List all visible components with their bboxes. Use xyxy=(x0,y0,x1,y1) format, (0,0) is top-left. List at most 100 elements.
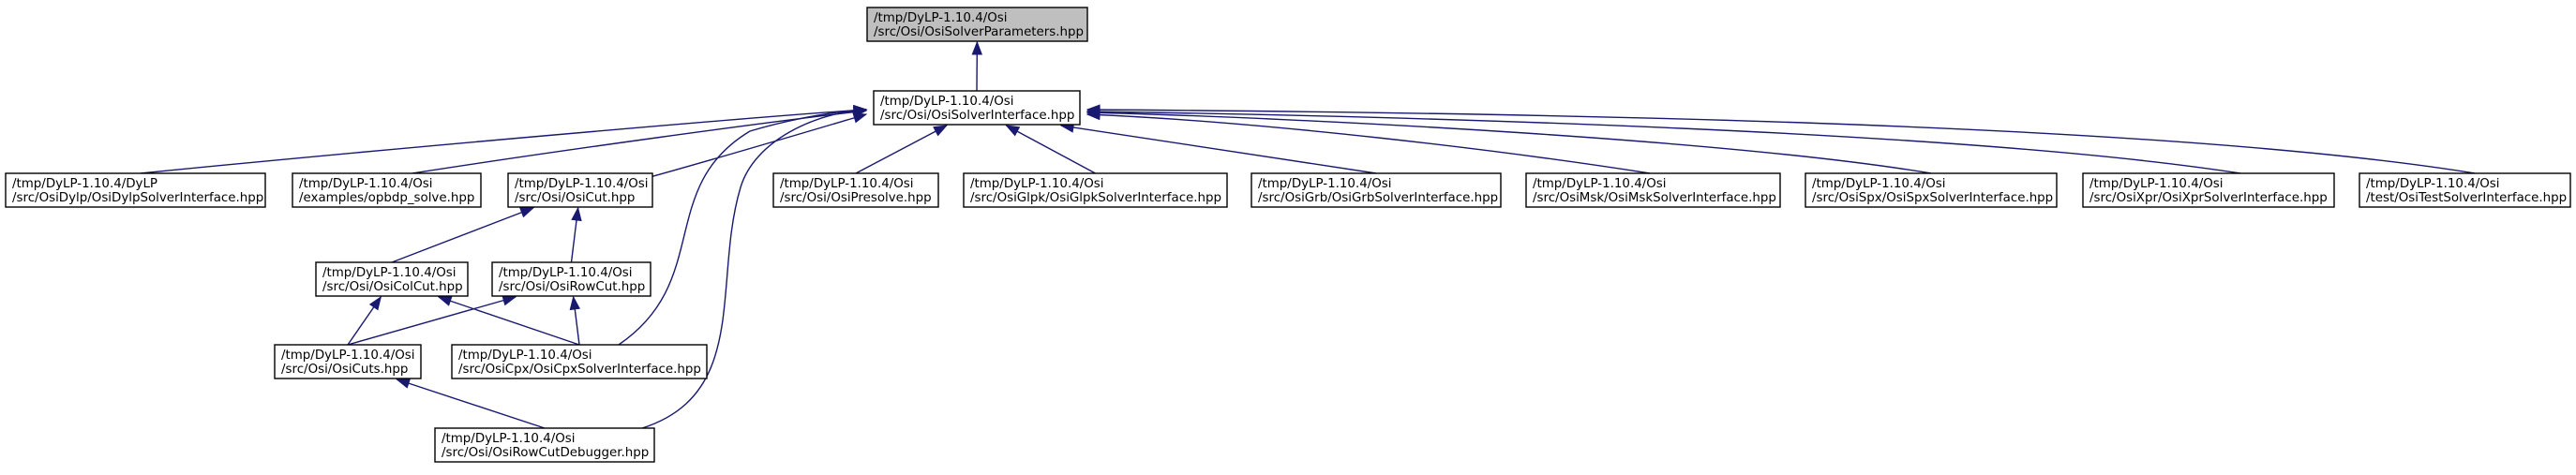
node-label-line1: /tmp/DyLP-1.10.4/Osi xyxy=(442,432,575,446)
node-box-dylp xyxy=(5,172,266,208)
node-box-root xyxy=(866,7,1088,42)
node-label-line2: /src/OsiXpr/OsiXprSolverInterface.hpp xyxy=(2089,191,2328,205)
node-label-line1: /tmp/DyLP-1.10.4/Osi xyxy=(515,177,648,191)
node-label-line1: /tmp/DyLP-1.10.4/Osi xyxy=(1812,177,1945,191)
edge-arrowhead-debugger->solverif xyxy=(853,105,868,116)
node-debugger[interactable]: /tmp/DyLP-1.10.4/Osi/src/Osi/OsiRowCutDe… xyxy=(434,427,655,463)
node-label-line1: /tmp/DyLP-1.10.4/Osi xyxy=(1258,177,1391,191)
node-presolve[interactable]: /tmp/DyLP-1.10.4/Osi/src/Osi/OsiPresolve… xyxy=(772,172,939,208)
node-box-opbdp xyxy=(292,172,482,208)
graph-edges xyxy=(140,40,2476,429)
edge-presolve->solverif xyxy=(855,125,948,174)
node-label-line2: /src/Osi/OsiColCut.hpp xyxy=(322,280,463,294)
edge-colcut->osicut xyxy=(391,207,534,263)
edge-arrowhead-cpx->colcut xyxy=(437,295,453,306)
edge-cpx->solverif xyxy=(618,109,867,346)
edge-dylp->solverif xyxy=(140,109,867,174)
node-opbdp[interactable]: /tmp/DyLP-1.10.4/Osi/examples/opbdp_solv… xyxy=(292,172,482,208)
edge-testsolv->solverif xyxy=(1086,109,2476,174)
node-spx[interactable]: /tmp/DyLP-1.10.4/Osi/src/OsiSpx/OsiSpxSo… xyxy=(1805,172,2058,208)
edge-cpx->colcut xyxy=(438,296,580,346)
node-cpx[interactable]: /tmp/DyLP-1.10.4/Osi/src/OsiCpx/OsiCpxSo… xyxy=(451,344,708,379)
node-msk[interactable]: /tmp/DyLP-1.10.4/Osi/src/OsiMsk/OsiMskSo… xyxy=(1525,172,1781,208)
edge-grb->solverif xyxy=(1060,125,1377,174)
node-box-msk xyxy=(1525,172,1781,208)
node-box-cuts xyxy=(274,344,422,379)
node-label-line1: /tmp/DyLP-1.10.4/Osi xyxy=(322,266,456,280)
edge-arrowhead-presolve->solverif xyxy=(933,125,948,137)
edge-msk->solverif xyxy=(1086,113,1651,174)
node-label-line1: /tmp/DyLP-1.10.4/Osi xyxy=(970,177,1103,191)
node-colcut[interactable]: /tmp/DyLP-1.10.4/Osi/src/Osi/OsiColCut.h… xyxy=(315,261,469,297)
node-label-line1: /tmp/DyLP-1.10.4/Osi xyxy=(458,349,592,363)
node-dylp[interactable]: /tmp/DyLP-1.10.4/DyLP/src/OsiDylp/OsiDyl… xyxy=(5,172,266,208)
node-label-line2: /src/Osi/OsiRowCut.hpp xyxy=(499,280,645,294)
edge-arrowhead-debugger->cuts xyxy=(396,378,412,389)
node-solverif[interactable]: /tmp/DyLP-1.10.4/Osi/src/Osi/OsiSolverIn… xyxy=(873,90,1081,126)
node-label-line2: /src/OsiCpx/OsiCpxSolverInterface.hpp xyxy=(458,363,701,377)
node-label-line1: /tmp/DyLP-1.10.4/Osi xyxy=(2366,177,2499,191)
node-box-rowcut xyxy=(491,261,651,297)
node-rowcut[interactable]: /tmp/DyLP-1.10.4/Osi/src/Osi/OsiRowCut.h… xyxy=(491,261,651,297)
edge-arrowhead-rowcut->osicut xyxy=(571,206,582,222)
node-label-line2: /src/OsiSpx/OsiSpxSolverInterface.hpp xyxy=(1812,191,2053,205)
node-label-line2: /src/OsiDylp/OsiDylpSolverInterface.hpp xyxy=(12,191,263,205)
node-box-cpx xyxy=(451,344,708,379)
node-box-presolve xyxy=(772,172,939,208)
node-label-line2: /examples/opbdp_solve.hpp xyxy=(299,191,474,205)
node-label-line1: /tmp/DyLP-1.10.4/Osi xyxy=(880,95,1013,109)
node-label-line1: /tmp/DyLP-1.10.4/Osi xyxy=(281,349,414,363)
node-box-spx xyxy=(1805,172,2058,208)
node-label-line1: /tmp/DyLP-1.10.4/Osi xyxy=(299,177,432,191)
edge-arrowhead-cuts->colcut xyxy=(368,295,382,311)
edge-arrowhead-testsolv->solverif xyxy=(1086,104,1101,115)
node-label-line1: /tmp/DyLP-1.10.4/Osi xyxy=(874,11,1007,25)
edge-arrowhead-solverif->root xyxy=(971,40,983,55)
node-osicut[interactable]: /tmp/DyLP-1.10.4/Osi/src/Osi/OsiCut.hpp xyxy=(507,172,653,208)
node-box-xpr xyxy=(2082,172,2335,208)
node-box-glpk xyxy=(963,172,1228,208)
edge-arrowhead-colcut->osicut xyxy=(519,207,535,218)
edge-cuts->rowcut xyxy=(347,296,517,346)
node-label-line2: /src/OsiGlpk/OsiGlpkSolverInterface.hpp xyxy=(970,191,1221,205)
edge-osicut->solverif xyxy=(646,113,867,179)
node-label-line2: /test/OsiTestSolverInterface.hpp xyxy=(2366,191,2567,205)
node-glpk[interactable]: /tmp/DyLP-1.10.4/Osi/src/OsiGlpk/OsiGlpk… xyxy=(963,172,1228,208)
edge-arrowhead-osicut->solverif xyxy=(852,112,868,124)
node-box-colcut xyxy=(315,261,469,297)
node-testsolv[interactable]: /tmp/DyLP-1.10.4/Osi/test/OsiTestSolverI… xyxy=(2359,172,2571,208)
node-label-line2: /src/Osi/OsiSolverParameters.hpp xyxy=(874,25,1084,39)
node-label-line1: /tmp/DyLP-1.10.4/Osi xyxy=(780,177,913,191)
edge-glpk->solverif xyxy=(1006,125,1096,174)
edge-arrowhead-cpx->rowcut xyxy=(569,295,580,311)
node-label-line2: /src/Osi/OsiSolverInterface.hpp xyxy=(880,109,1074,123)
edge-debugger->solverif xyxy=(641,109,867,429)
node-label-line1: /tmp/DyLP-1.10.4/Osi xyxy=(499,266,632,280)
graph-nodes: /tmp/DyLP-1.10.4/Osi/src/Osi/OsiSolverPa… xyxy=(5,7,2571,463)
edge-debugger->cuts xyxy=(397,379,546,429)
node-cuts[interactable]: /tmp/DyLP-1.10.4/Osi/src/Osi/OsiCuts.hpp xyxy=(274,344,422,379)
node-root[interactable]: /tmp/DyLP-1.10.4/Osi/src/Osi/OsiSolverPa… xyxy=(866,7,1088,42)
node-label-line1: /tmp/DyLP-1.10.4/Osi xyxy=(1533,177,1666,191)
node-label-line2: /src/Osi/OsiCut.hpp xyxy=(515,191,635,205)
edge-opbdp->solverif xyxy=(412,110,867,174)
node-xpr[interactable]: /tmp/DyLP-1.10.4/Osi/src/OsiXpr/OsiXprSo… xyxy=(2082,172,2335,208)
node-label-line1: /tmp/DyLP-1.10.4/Osi xyxy=(2089,177,2223,191)
node-label-line2: /src/Osi/OsiRowCutDebugger.hpp xyxy=(442,446,649,460)
node-box-testsolv xyxy=(2359,172,2571,208)
edge-arrowhead-cuts->rowcut xyxy=(502,295,517,306)
node-box-solverif xyxy=(873,90,1081,126)
node-box-debugger xyxy=(434,427,655,463)
edge-arrowhead-glpk->solverif xyxy=(1005,125,1021,137)
edge-spx->solverif xyxy=(1086,111,1932,174)
node-label-line2: /src/OsiGrb/OsiGrbSolverInterface.hpp xyxy=(1258,191,1498,205)
node-label-line2: /src/Osi/OsiPresolve.hpp xyxy=(780,191,932,205)
node-grb[interactable]: /tmp/DyLP-1.10.4/Osi/src/OsiGrb/OsiGrbSo… xyxy=(1251,172,1502,208)
node-box-osicut xyxy=(507,172,653,208)
node-label-line2: /src/Osi/OsiCuts.hpp xyxy=(281,363,408,377)
node-label-line1: /tmp/DyLP-1.10.4/DyLP xyxy=(12,177,157,191)
edge-xpr->solverif xyxy=(1086,111,2241,174)
node-box-grb xyxy=(1251,172,1502,208)
node-label-line2: /src/OsiMsk/OsiMskSolverInterface.hpp xyxy=(1533,191,1776,205)
